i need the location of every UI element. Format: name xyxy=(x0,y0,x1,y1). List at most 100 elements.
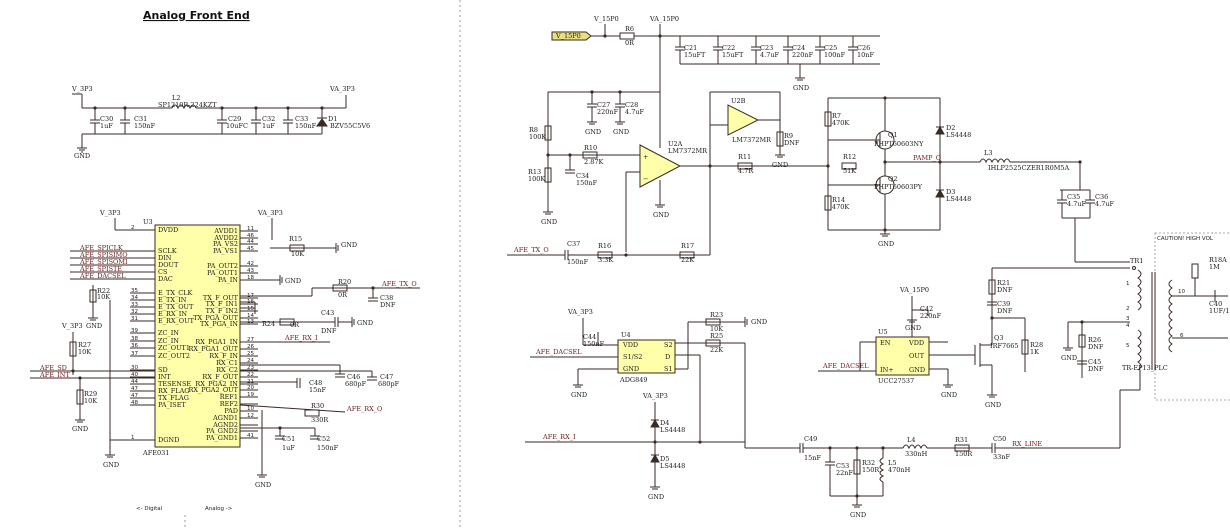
svg-text:D5: D5 xyxy=(660,455,669,463)
svg-text:220nF: 220nF xyxy=(597,108,619,116)
l2-value: SP1210R-224KZT xyxy=(158,101,217,109)
u3-pin-name: PA_GND1 xyxy=(206,434,238,442)
c43: C43 DNF GND xyxy=(321,309,373,335)
rail-cap-value: 10nF xyxy=(857,51,874,59)
svg-text:R11: R11 xyxy=(738,153,751,161)
svg-text:DNF: DNF xyxy=(1088,365,1104,373)
svg-text:U2B: U2B xyxy=(731,97,746,105)
u3-pin-number: 25 xyxy=(247,351,254,357)
svg-text:DNF: DNF xyxy=(997,307,1013,315)
svg-text:LS4448: LS4448 xyxy=(946,195,971,203)
svg-text:R28: R28 xyxy=(1030,341,1043,349)
svg-text:GND: GND xyxy=(357,319,373,327)
svg-text:10K: 10K xyxy=(84,397,97,405)
svg-text:EN: EN xyxy=(880,339,891,347)
svg-text:R14: R14 xyxy=(832,196,845,204)
svg-text:22K: 22K xyxy=(710,346,723,354)
svg-text:100K: 100K xyxy=(529,133,546,141)
rail-cap-value: 4.7uF xyxy=(760,51,780,59)
svg-text:10: 10 xyxy=(1178,289,1185,295)
svg-text:R15: R15 xyxy=(289,235,302,243)
analog-label: Analog -> xyxy=(205,506,233,512)
r11 xyxy=(737,162,753,170)
u3-pin-number: 35 xyxy=(131,288,138,294)
c46: C46 680pF xyxy=(240,364,367,388)
svg-text:470K: 470K xyxy=(832,203,849,211)
svg-text:C40: C40 xyxy=(1209,300,1222,308)
svg-text:R26: R26 xyxy=(1088,336,1101,344)
u3-pin-number: 19 xyxy=(247,392,254,398)
svg-text:BZV55C5V6: BZV55C5V6 xyxy=(330,122,370,130)
svg-text:L5: L5 xyxy=(888,459,896,467)
svg-text:TR1: TR1 xyxy=(1130,257,1143,265)
svg-text:VA_3P3: VA_3P3 xyxy=(642,392,668,400)
svg-text:GND: GND xyxy=(541,218,557,226)
svg-text:150nF: 150nF xyxy=(317,444,339,452)
c35: C35 4.7uF xyxy=(1057,190,1087,218)
rail-cap-ref: C23 xyxy=(760,44,773,52)
u3-pin-number: 40 xyxy=(131,372,138,378)
q2: Q2 PHPT60603PY xyxy=(874,175,923,195)
svg-text:D4: D4 xyxy=(660,419,669,427)
svg-text:C47: C47 xyxy=(380,373,393,381)
u3-pin-name: DOUT xyxy=(158,261,179,269)
svg-text:C44: C44 xyxy=(583,333,596,341)
r29: R29 10K GND xyxy=(72,378,97,433)
svg-text:GND: GND xyxy=(585,128,601,136)
svg-text:1UF/1K: 1UF/1K xyxy=(1209,307,1230,315)
svg-text:D1: D1 xyxy=(328,115,337,123)
r27: V_3P3 R27 10K xyxy=(61,322,91,375)
u3-afe031: V_3P3 VA_3P3 U3 AFE031 DVDD2SCLKDINDOUTC… xyxy=(30,209,420,489)
svg-text:TR-EP13_PLC: TR-EP13_PLC xyxy=(1122,364,1168,372)
c44: C44 150nF xyxy=(583,332,605,348)
u3-pin-name: DIN xyxy=(158,254,172,262)
svg-text:DNF: DNF xyxy=(380,301,396,309)
q1: Q1 PHPT60603NY xyxy=(874,130,924,150)
u3-pin-number: 48 xyxy=(131,400,138,406)
u3-pin-number: 44 xyxy=(247,239,254,245)
svg-text:L4: L4 xyxy=(907,436,915,444)
u3-left-pins: DVDD2SCLKDINDOUTCSDACE_TX_CLK35E_TX_IN34… xyxy=(130,225,195,444)
spi-bus: AFE_SPICLKAFE_SPISIMOAFE_SPISOMIAFE_SPIS… xyxy=(70,244,130,280)
u3-pin-name: AGND2 xyxy=(212,421,238,429)
u3-pin-number: 47 xyxy=(131,386,138,392)
svg-text:R13: R13 xyxy=(528,168,541,176)
svg-text:OUT: OUT xyxy=(909,352,925,360)
l2-ref: L2 xyxy=(172,94,180,102)
u3-pin-number: 43 xyxy=(247,268,254,274)
svg-text:GND: GND xyxy=(613,128,629,136)
svg-text:Q3: Q3 xyxy=(994,334,1003,342)
svg-text:1uF: 1uF xyxy=(262,122,275,130)
svg-text:680pF: 680pF xyxy=(378,380,400,388)
u3-pin-number: 11 xyxy=(247,226,254,232)
u3-pin-number: 20 xyxy=(247,385,254,391)
r24: R24 0R xyxy=(240,318,335,329)
svg-text:330R: 330R xyxy=(311,416,329,424)
svg-text:C32: C32 xyxy=(262,115,275,123)
u3-pin-name: SD xyxy=(158,366,168,374)
u2a-opamp xyxy=(639,144,682,188)
svg-text:IRF7665: IRF7665 xyxy=(990,342,1019,350)
svg-text:1K: 1K xyxy=(1030,348,1039,356)
l5: L5 470nH xyxy=(879,448,911,496)
u3-pin-number: 22 xyxy=(247,372,254,378)
net-afe-int: AFE_INT xyxy=(39,371,70,379)
svg-text:Q2: Q2 xyxy=(888,175,897,183)
u3-pin-name: TX_FLAG xyxy=(158,394,189,402)
svg-text:5: 5 xyxy=(1126,343,1130,349)
svg-text:4: 4 xyxy=(1126,323,1130,329)
d1: D1 BZV55C5V6 xyxy=(316,108,370,134)
u5-body xyxy=(875,336,930,376)
svg-text:U4: U4 xyxy=(621,331,631,339)
u3-pin-number: 1 xyxy=(131,435,135,441)
u3-pin-name: E_RX_OUT xyxy=(158,317,195,325)
net-v3p3: V_3P3 xyxy=(71,85,93,93)
svg-text:IN+: IN+ xyxy=(880,366,894,374)
u3-pin-name: SCLK xyxy=(158,247,177,255)
svg-text:C51: C51 xyxy=(282,435,295,443)
svg-text:R17: R17 xyxy=(681,242,694,250)
svg-text:15nF: 15nF xyxy=(804,454,821,462)
svg-text:C52: C52 xyxy=(317,435,330,443)
